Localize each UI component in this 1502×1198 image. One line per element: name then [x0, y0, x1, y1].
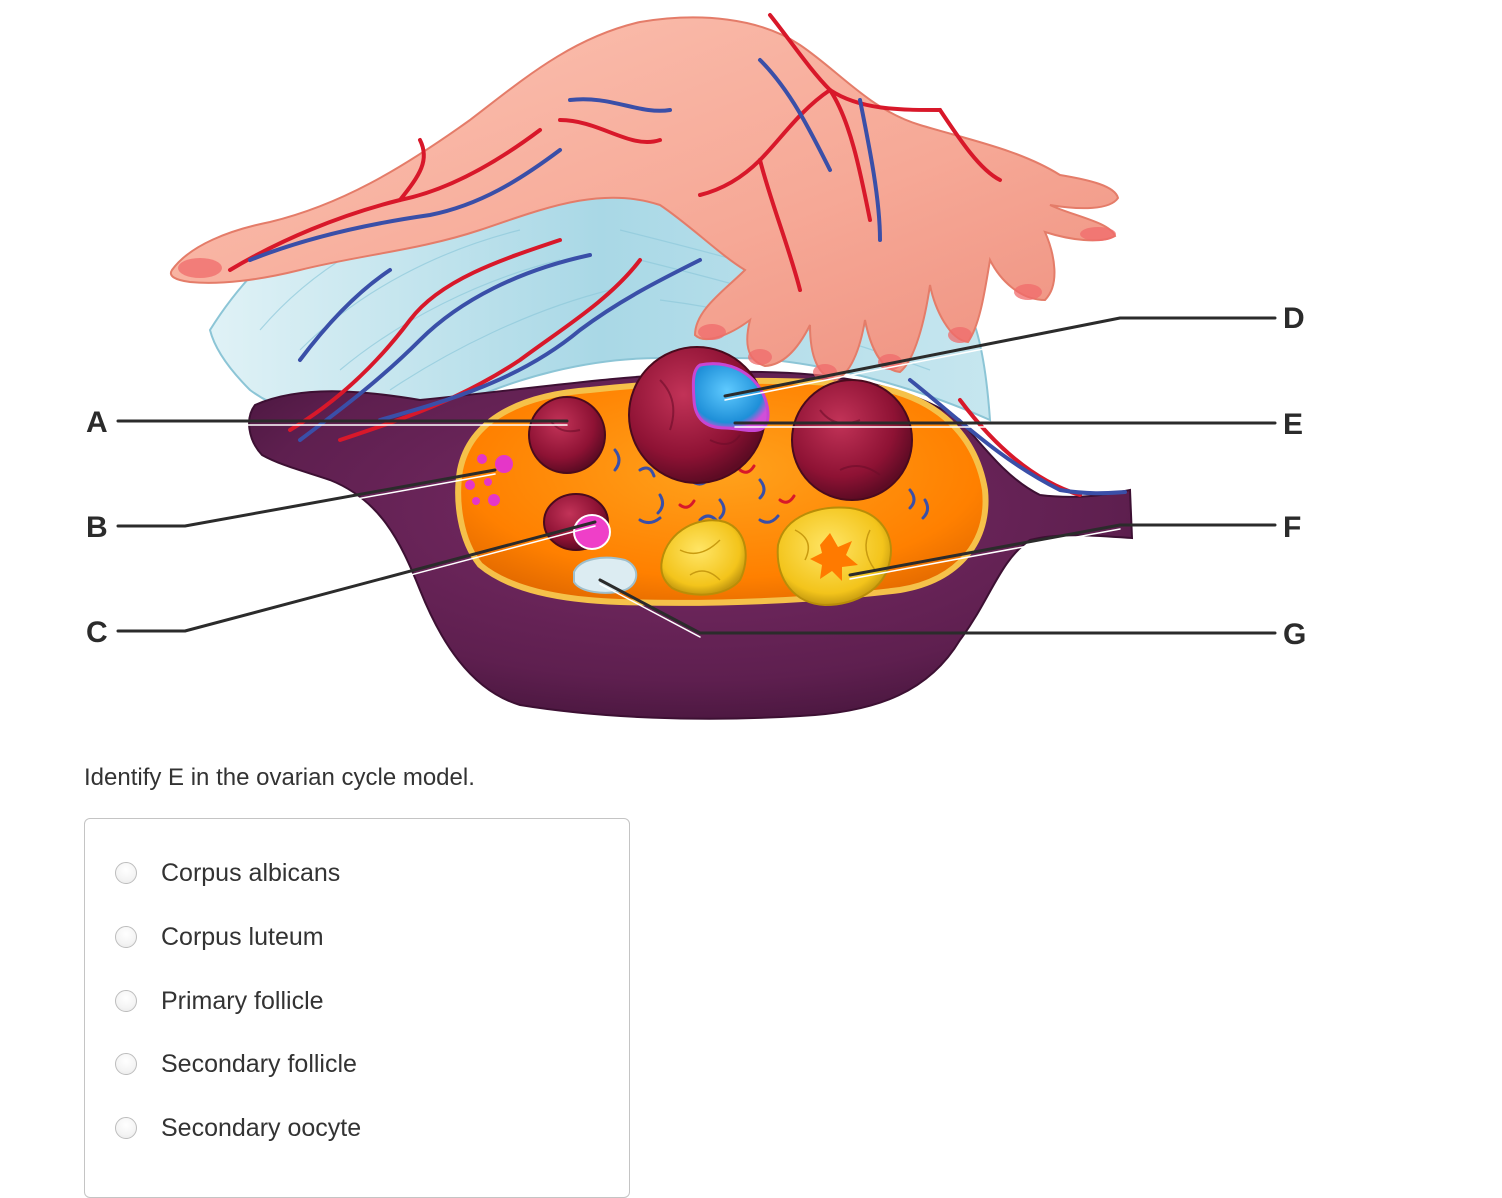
answer-option-primary-follicle[interactable]: Primary follicle — [115, 981, 324, 1021]
leader-line-b-highlight — [184, 473, 496, 531]
callout-label-d: D — [1283, 302, 1305, 335]
answer-choices-box: Corpus albicans Corpus luteum Primary fo… — [84, 818, 630, 1198]
callout-label-g: G — [1283, 618, 1306, 651]
veins — [248, 58, 1127, 496]
primordial-follicles — [465, 454, 513, 506]
corpus-luteum-small — [660, 519, 747, 596]
leader-line-g — [598, 578, 1277, 635]
leader-line-g-highlight — [599, 583, 701, 638]
corpus-albicans — [573, 556, 638, 594]
answer-option-label: Corpus albicans — [161, 858, 341, 887]
follicle-small-primary — [528, 396, 606, 474]
leader-line-c — [116, 520, 597, 633]
follicle-antrum — [691, 362, 770, 433]
answer-option-corpus-luteum[interactable]: Corpus luteum — [115, 917, 324, 957]
callout-label-c: C — [86, 616, 108, 649]
answer-option-corpus-albicans[interactable]: Corpus albicans — [115, 853, 340, 893]
oocyte-pink — [573, 514, 611, 550]
leader-line-c-highlight — [184, 525, 596, 636]
corpus-luteum-core — [810, 533, 858, 581]
answer-option-label: Primary follicle — [161, 986, 324, 1015]
arteries — [228, 13, 1082, 497]
callout-label-a: A — [86, 406, 108, 439]
leader-line-f — [848, 523, 1277, 577]
ovarian-cycle-model-figure: A B C D E F G — [86, 13, 1306, 720]
answer-option-label: Secondary oocyte — [161, 1113, 362, 1142]
question-prompt: Identify E in the ovarian cycle model. — [84, 764, 475, 791]
radio-button[interactable] — [115, 990, 137, 1012]
corpus-luteum-folds — [679, 529, 876, 581]
leader-lines — [116, 316, 1277, 638]
callout-label-b: B — [86, 511, 108, 544]
radio-button[interactable] — [115, 1053, 137, 1075]
leader-line-f-highlight — [849, 528, 1121, 580]
callout-label-f: F — [1283, 511, 1301, 544]
leader-line-d — [723, 316, 1277, 398]
radio-button[interactable] — [115, 862, 137, 884]
radio-button[interactable] — [115, 1117, 137, 1139]
answer-option-secondary-oocyte[interactable]: Secondary oocyte — [115, 1108, 361, 1148]
leader-line-d-highlight — [724, 321, 1121, 401]
answer-option-secondary-follicle[interactable]: Secondary follicle — [115, 1044, 357, 1084]
answer-option-label: Corpus luteum — [161, 922, 324, 951]
follicle-secondary-right — [791, 379, 913, 501]
radio-button[interactable] — [115, 926, 137, 948]
callout-label-e: E — [1283, 408, 1303, 441]
answer-option-label: Secondary follicle — [161, 1049, 357, 1078]
leader-line-b — [116, 468, 497, 528]
